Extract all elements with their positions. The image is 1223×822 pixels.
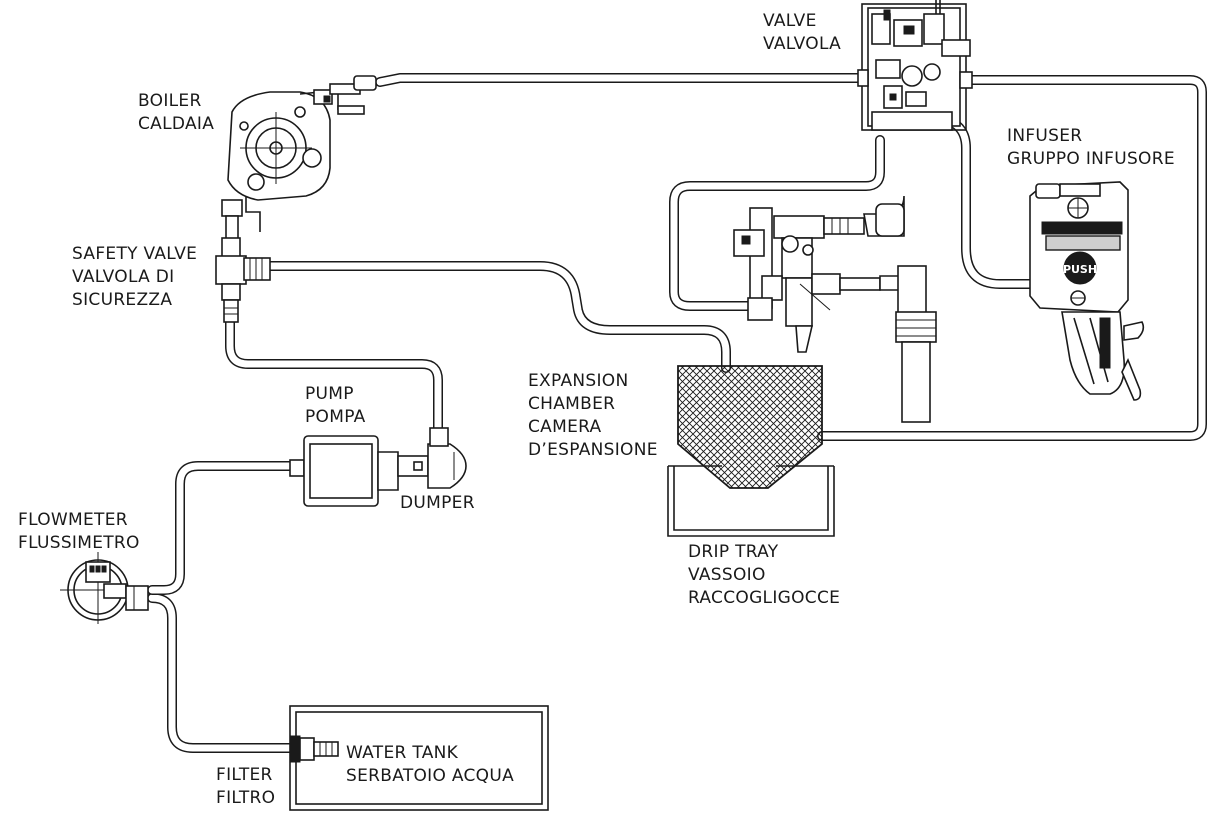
water-tank xyxy=(289,705,549,811)
infuser: PUSH xyxy=(1029,181,1145,401)
pipe-network xyxy=(147,73,1207,753)
label-drip-tray: DRIP TRAY VASSOIO RACCOGLIGOCCE xyxy=(688,542,841,608)
label-flowmeter: FLOWMETER FLUSSIMETRO xyxy=(18,510,140,553)
label-filter: FILTER FILTRO xyxy=(216,765,276,808)
drip-tray xyxy=(667,465,835,537)
label-safety-valve: SAFETY VALVE VALVOLA DI SICUREZZA xyxy=(72,244,198,310)
expansion-chamber xyxy=(677,365,823,489)
label-water-tank: WATER TANK SERBATOIO ACQUA xyxy=(346,743,515,786)
flowmeter xyxy=(60,552,149,624)
label-boiler: BOILER CALDAIA xyxy=(138,91,215,134)
safety-valve xyxy=(215,237,271,323)
valve xyxy=(857,0,973,131)
label-valve: VALVE VALVOLA xyxy=(763,11,842,54)
boiler xyxy=(221,75,377,247)
steam-assembly xyxy=(733,195,937,423)
label-expansion-chamber: EXPANSION CHAMBER CAMERA D’ESPANSIONE xyxy=(528,371,658,460)
label-pump: PUMP POMPA xyxy=(305,384,366,427)
infuser-push-badge: PUSH xyxy=(1063,263,1097,276)
label-infuser: INFUSER GRUPPO INFUSORE xyxy=(1007,126,1175,169)
pump xyxy=(289,427,467,507)
label-dumper: DUMPER xyxy=(400,493,475,513)
